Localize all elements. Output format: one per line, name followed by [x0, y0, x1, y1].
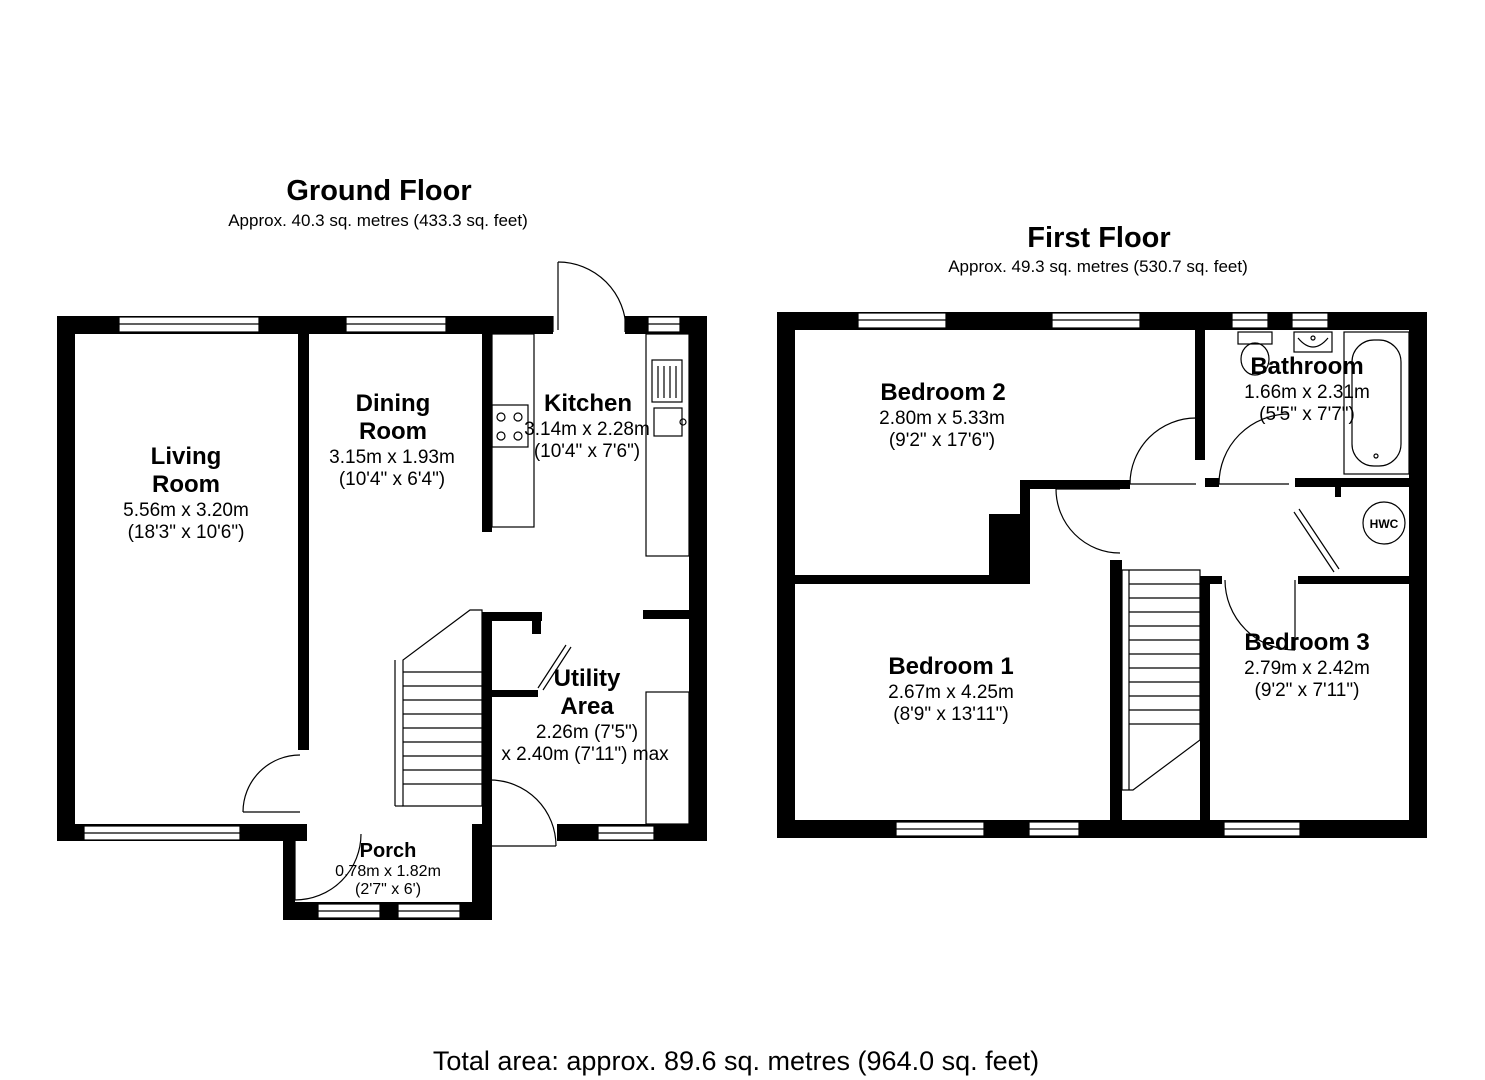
ground-floor-title: Ground Floor [286, 175, 471, 207]
dining-room-name-2: Room [359, 418, 427, 445]
gf-utility-door [489, 779, 557, 847]
dining-room-dims-imperial: (10'4" x 6'4") [339, 469, 445, 490]
ff-bathroom-door [1218, 413, 1290, 485]
living-room-dims-imperial: (18'3" x 10'6") [128, 522, 245, 543]
ff-wall-bath-bottom-left [1205, 478, 1219, 487]
gf-wall-utility-cupboard [482, 690, 538, 697]
utility-area-name-1: Utility [554, 665, 621, 692]
ff-basin-icon [1293, 331, 1333, 353]
first-floor-title: First Floor [1027, 222, 1170, 254]
ff-wall-bed2-bath [1195, 330, 1205, 460]
gf-utility-worktop [645, 691, 690, 825]
bedroom-1-dims-imperial: (8'9" x 13'11") [893, 704, 1008, 725]
bathroom-name: Bathroom [1250, 353, 1363, 380]
ff-stairs [1121, 569, 1201, 791]
bathroom-dims-metric: 1.66m x 2.31m [1244, 382, 1370, 403]
gf-wall-utility-top [482, 612, 542, 621]
gf-porch-door [294, 833, 362, 901]
dining-room-dims-metric: 3.15m x 1.93m [329, 447, 455, 468]
ff-toilet-icon [1237, 331, 1273, 376]
living-room-dims-metric: 5.56m x 3.20m [123, 500, 249, 521]
porch-dims-imperial: (2'7" x 6') [355, 881, 421, 898]
ff-wall-stairs-bed3 [1200, 576, 1210, 820]
gf-back-door [552, 261, 627, 332]
gf-wall-utility-stub [532, 612, 541, 634]
total-area: Total area: approx. 89.6 sq. metres (964… [433, 1046, 1039, 1076]
ground-floor-area: Approx. 40.3 sq. metres (433.3 sq. feet) [228, 211, 528, 230]
ff-wall-bottom [777, 820, 1427, 838]
ff-bed3-door [1224, 579, 1296, 651]
porch-name: Porch [360, 840, 417, 862]
gf-wall-kitchen-utility [643, 610, 693, 619]
hwc-label: HWC [1370, 517, 1399, 531]
ff-wall-bed3-top-right [1298, 576, 1409, 584]
utility-area-dims-2: x 2.40m (7'11") max [501, 744, 669, 765]
gf-stairs [394, 609, 483, 807]
gf-hob-icon [491, 404, 529, 448]
gf-porch-wall-right [472, 824, 487, 920]
ff-wall-bed2-bed1 [795, 575, 1028, 584]
kitchen-dims-metric: 3.14m x 2.28m [524, 419, 650, 440]
ff-wall-closet-block [989, 514, 1028, 584]
gf-wall-right [689, 316, 707, 841]
gf-wall-living-dining [298, 334, 309, 750]
ff-cupboard-door [1293, 508, 1340, 573]
ff-hwc-cylinder: HWC [1362, 501, 1406, 545]
dining-room-name-1: Dining [356, 390, 431, 417]
ff-bath-icon [1343, 331, 1410, 475]
bedroom-3-dims-metric: 2.79m x 2.42m [1244, 658, 1370, 679]
utility-area-dims-1: 2.26m (7'5") [536, 722, 638, 743]
first-floor-area: Approx. 49.3 sq. metres (530.7 sq. feet) [948, 257, 1248, 276]
kitchen-dims-imperial: (10'4" x 7'6") [534, 441, 640, 462]
gf-utility-cupboard-door [537, 644, 572, 691]
gf-living-door [242, 754, 301, 813]
living-room-name-1: Living [151, 443, 222, 470]
bedroom-2-dims-metric: 2.80m x 5.33m [879, 408, 1005, 429]
ff-wall-left [777, 312, 795, 838]
bedroom-1-dims-metric: 2.67m x 4.25m [888, 682, 1014, 703]
ff-bed1-door [1055, 488, 1121, 554]
porch-dims-metric: 0.78m x 1.82m [335, 863, 441, 880]
bedroom-2-dims-imperial: (9'2" x 17'6") [889, 430, 995, 451]
bedroom-2-name: Bedroom 2 [880, 379, 1005, 406]
ff-wall-bed3-top-left [1200, 576, 1222, 584]
first-floor-plan: HWC First Floor Approx. 49.3 sq. metres … [777, 222, 1427, 838]
bathroom-dims-imperial: (5'5" x 7'7") [1259, 404, 1355, 425]
ff-wall-hwc-left [1335, 487, 1341, 497]
gf-wall-dining-kitchen [482, 334, 492, 532]
utility-area-name-2: Area [560, 693, 614, 720]
ff-wall-right [1409, 312, 1427, 838]
gf-wall-left [57, 316, 75, 841]
gf-sink-icon [651, 359, 687, 437]
bedroom-3-dims-imperial: (9'2" x 7'11") [1255, 680, 1360, 701]
bedroom-1-name: Bedroom 1 [888, 653, 1013, 680]
ff-wall-bath-bottom-right [1295, 478, 1409, 487]
gf-kitchen-worktop-right [645, 333, 690, 557]
bedroom-3-name: Bedroom 3 [1244, 629, 1369, 656]
kitchen-name: Kitchen [544, 390, 632, 417]
ground-floor-plan: Ground Floor Approx. 40.3 sq. metres (43… [57, 175, 707, 920]
ff-wall-bed1-stairs [1110, 560, 1122, 820]
gf-wall-utility-left [482, 612, 492, 920]
living-room-name-2: Room [152, 471, 220, 498]
gf-porch-wall-left [283, 834, 295, 920]
ff-bed2-door [1129, 417, 1197, 485]
ff-wall-bed2-landing [1020, 480, 1130, 489]
